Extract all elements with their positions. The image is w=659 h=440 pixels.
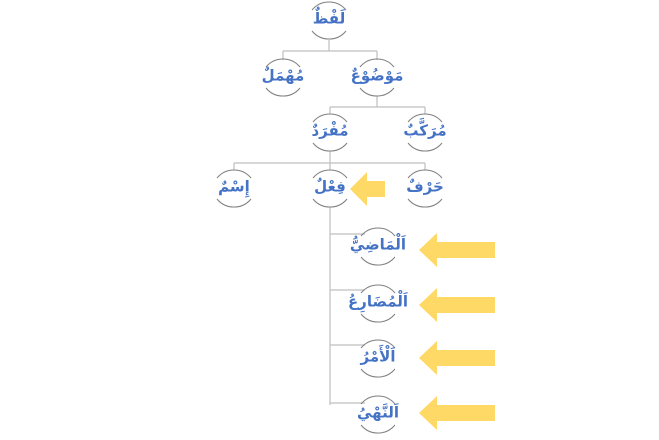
node-mudari: اَلْمُضَارِعُ xyxy=(347,292,409,311)
arrow-left-icon xyxy=(419,288,495,322)
arc-ism xyxy=(216,169,252,208)
connector-mawdu xyxy=(329,96,426,114)
arc-root xyxy=(311,1,347,40)
connector-root xyxy=(282,40,378,60)
node-madi: اَلْمَاضِيُّ xyxy=(349,235,407,254)
arc-amr xyxy=(360,339,396,378)
arc-mawdu xyxy=(359,58,395,97)
arc-mufrad xyxy=(312,113,348,152)
node-ism: إِسْمٌ xyxy=(218,177,250,196)
arc-nahy xyxy=(360,395,396,434)
node-mufrad: مُفْرَدٌ xyxy=(311,121,349,140)
arc-mudari xyxy=(360,284,396,323)
arrow-left-icon xyxy=(419,396,495,430)
highlight-arrows xyxy=(350,172,495,430)
connectors xyxy=(233,40,426,405)
node-murakkab: مُرَكَّبٌ xyxy=(403,121,447,140)
node-nahy: اَلنَّهْيُ xyxy=(357,403,399,422)
arrow-left-icon xyxy=(419,233,495,267)
arrow-left-icon xyxy=(419,341,495,375)
node-harf: حَرْفٌ xyxy=(406,177,444,196)
arrow-left-icon xyxy=(350,172,385,206)
arc-fil xyxy=(312,169,348,208)
arc-madi xyxy=(360,227,396,266)
node-muhmal: مُهْمَلٌ xyxy=(261,66,305,85)
node-amr: اَلْأَمْرُ xyxy=(360,347,396,366)
node-lafz: لَفْظٌ xyxy=(312,9,346,28)
arc-harf xyxy=(407,169,443,208)
arc-murakkab xyxy=(407,113,443,152)
node-mawdu: مَوْضُوْعٌ xyxy=(350,66,404,85)
connector-fil xyxy=(329,207,365,405)
node-arcs xyxy=(216,1,443,434)
node-fil: فِعْلٌ xyxy=(314,177,346,196)
connector-mufrad xyxy=(233,151,426,170)
arc-muhmal xyxy=(265,58,301,97)
